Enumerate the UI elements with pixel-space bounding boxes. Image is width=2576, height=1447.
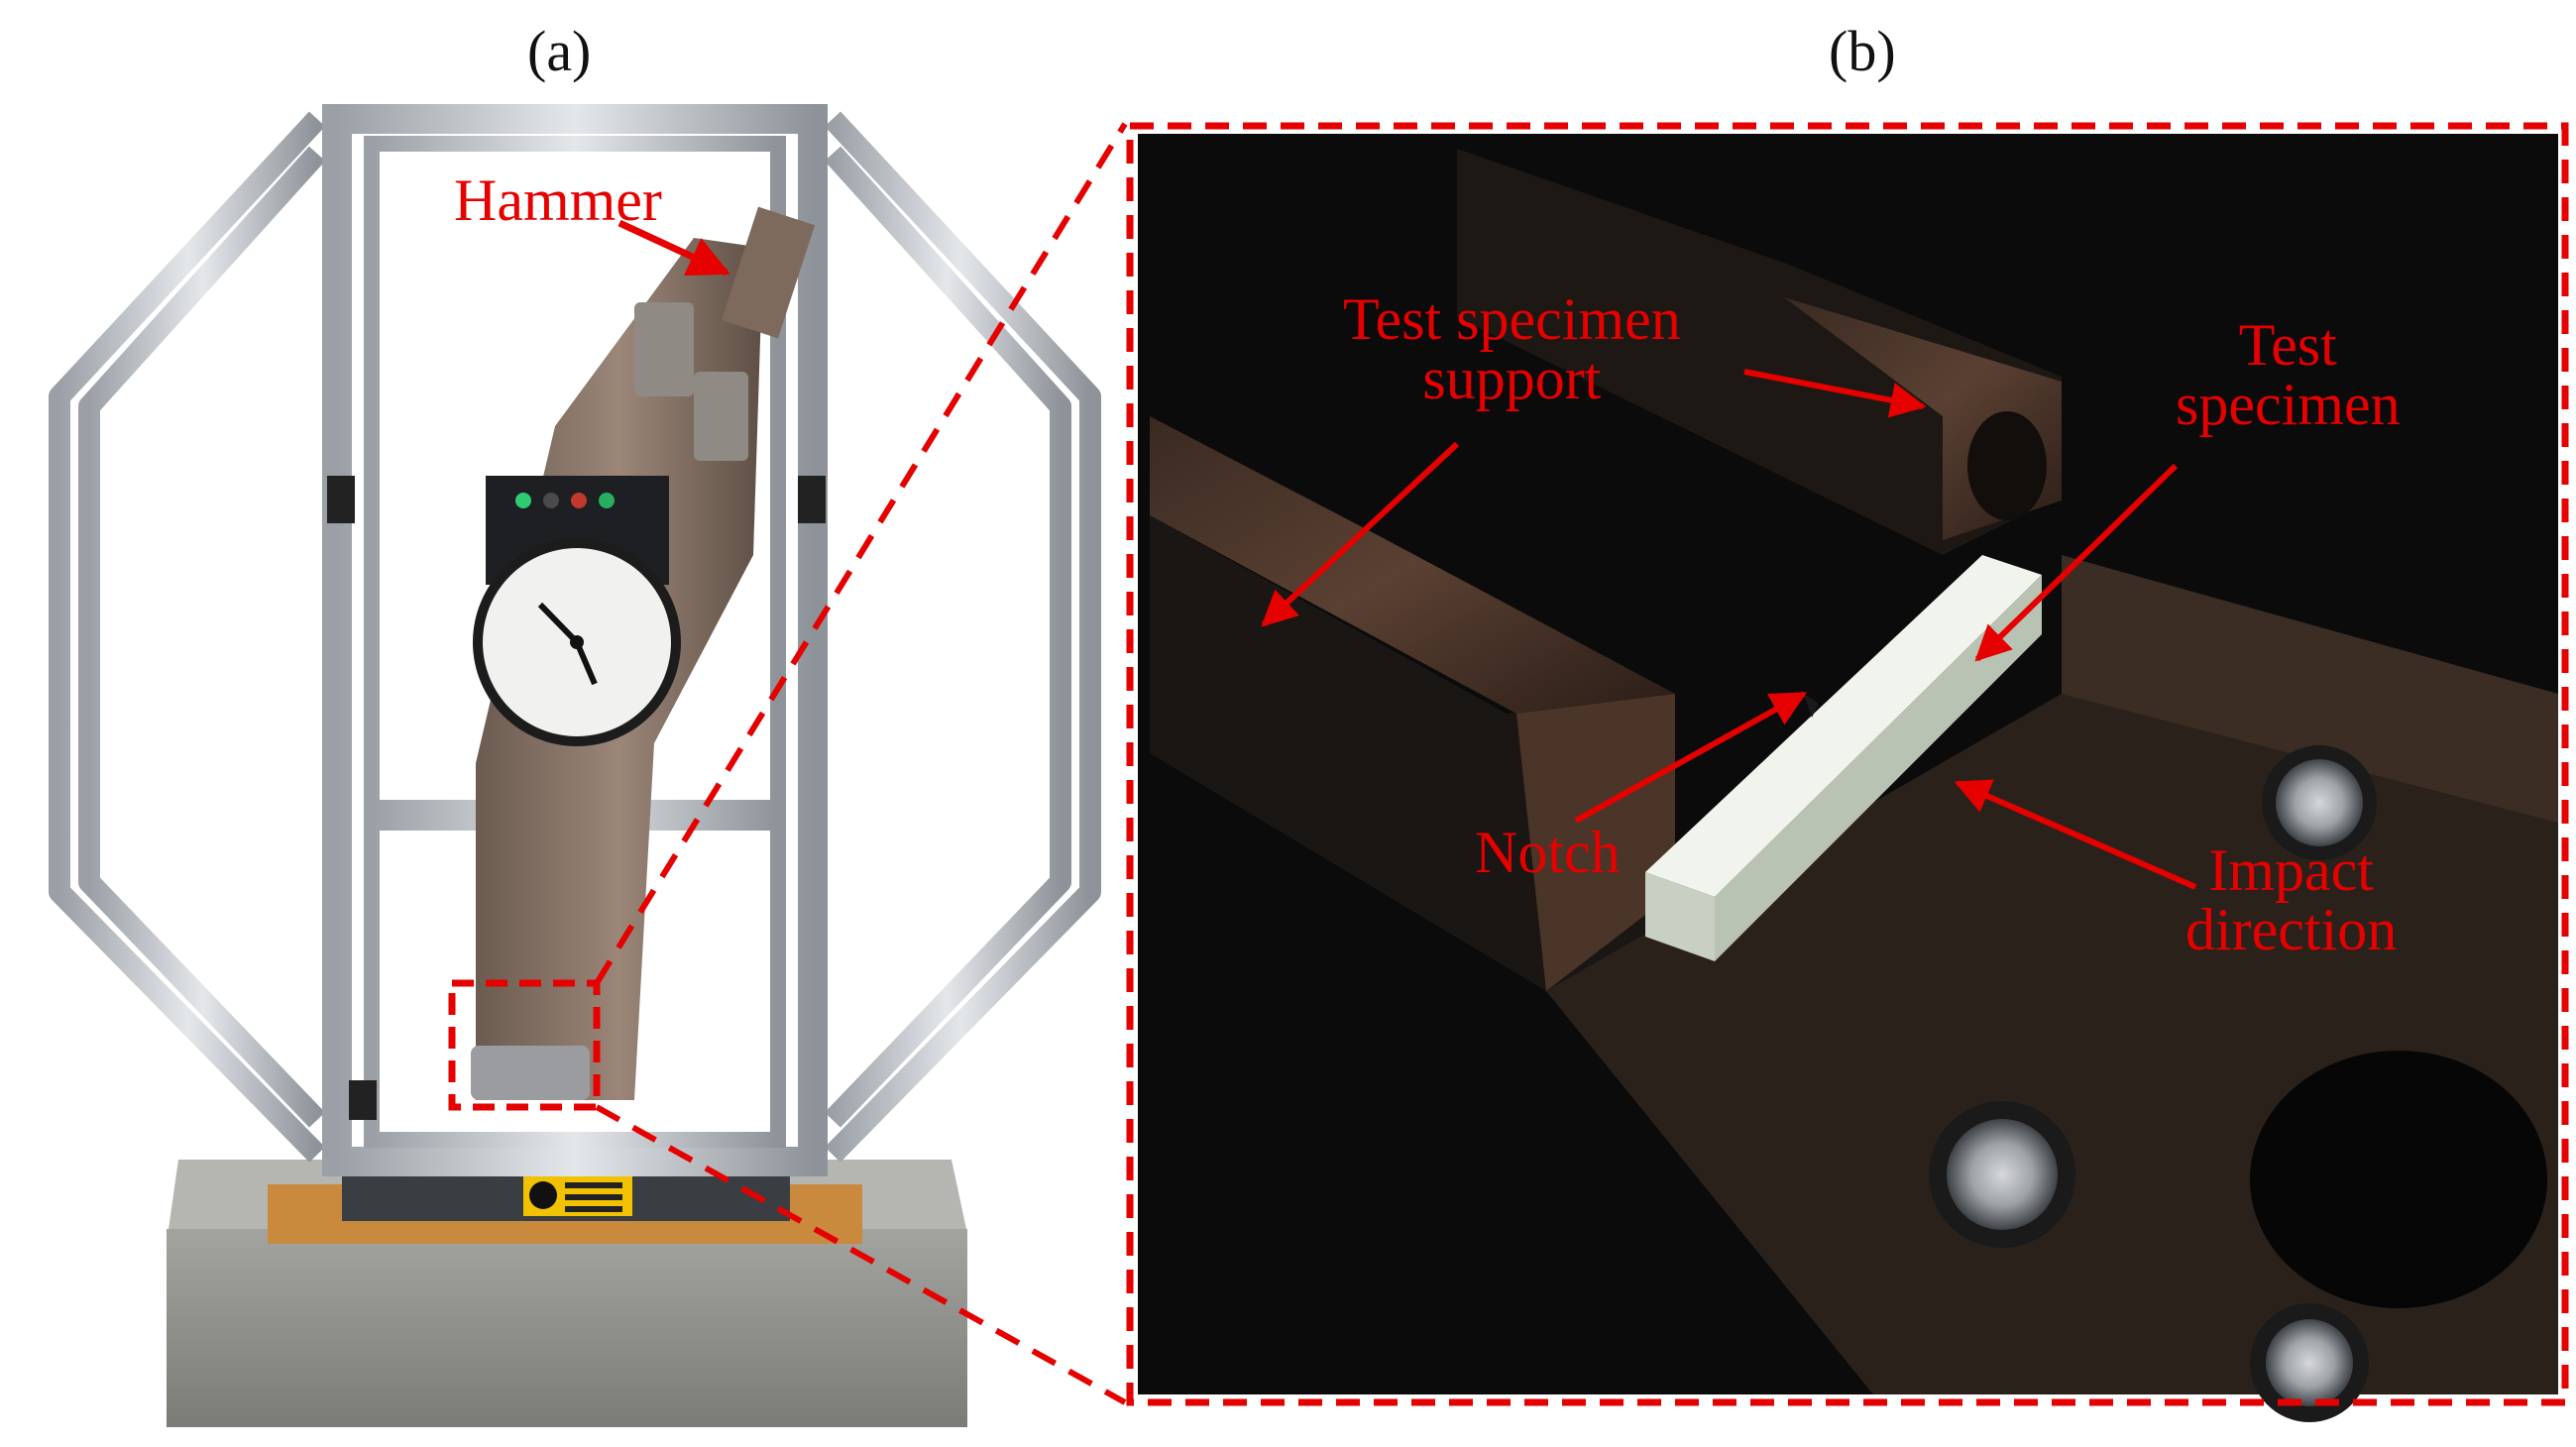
anvil: [471, 1046, 590, 1100]
support-label-line2: support: [1422, 346, 1602, 411]
impact-label: Impact direction: [2185, 840, 2397, 959]
dial-needle-2: [574, 640, 598, 686]
hammer: [721, 206, 816, 339]
zoom-connector-bottom: [595, 1104, 1127, 1405]
bolt-head-1: [2276, 759, 2363, 846]
notch-mark: [1804, 694, 1819, 718]
specimen-label: Test specimen: [2176, 315, 2401, 434]
panel-b-label: (b): [1829, 19, 1896, 83]
bolt-head-2: [1947, 1119, 2058, 1230]
pendulum-shaft-left: [634, 302, 694, 396]
hinge-upper-right: [798, 476, 826, 523]
dial-needle-1: [537, 602, 580, 645]
specimen-label-line1: Test: [2238, 312, 2337, 378]
pendulum-shaft-right: [694, 372, 748, 461]
guard-right-wing: [824, 111, 1101, 1163]
impact-arrow: [1954, 779, 2197, 890]
support-body-right: [1457, 149, 2062, 555]
base-rail: [2062, 555, 2558, 823]
notch-label: Notch: [1475, 820, 1621, 885]
indicator-led-green: [515, 493, 531, 508]
support-face-left: [1516, 694, 1675, 991]
support-hole: [1967, 411, 2047, 520]
hinge-lower-left: [349, 1080, 377, 1120]
support-top-left: [1150, 416, 1675, 714]
large-hole: [2250, 1051, 2547, 1308]
impact-tester-photo: [49, 104, 1101, 1427]
hammer-label: Hammer: [454, 167, 662, 233]
specimen-label-line2: specimen: [2176, 372, 2401, 437]
notch-arrow: [1574, 691, 1808, 824]
closeup-photo: [1138, 134, 2558, 1422]
support-arrow-2: [1261, 441, 1460, 627]
support-arrow-1: [1743, 369, 1927, 418]
indicator-led-green-2: [599, 493, 615, 508]
closeup-frame: [1126, 122, 2569, 1406]
indicator-led-red: [571, 493, 587, 508]
panel-a-label: (a): [527, 19, 592, 83]
guard-left-wing: [49, 111, 326, 1163]
zoom-connector-top: [594, 122, 1128, 985]
detail-region-box: [448, 979, 601, 1111]
support-label-line1: Test specimen: [1343, 286, 1681, 352]
dial-hub: [570, 635, 584, 649]
impact-label-line2: direction: [2185, 897, 2398, 962]
impact-label-line1: Impact: [2208, 837, 2374, 903]
support-label: Test specimen support: [1343, 289, 1681, 408]
hammer-arrow: [617, 219, 730, 277]
hinge-upper-left: [327, 476, 355, 523]
indicator-led-grey: [543, 493, 559, 508]
test-specimen: [1645, 555, 2042, 961]
specimen-arrow: [1974, 463, 2179, 662]
bolt-head-3: [2266, 1319, 2353, 1406]
warning-icon: [529, 1181, 557, 1209]
concrete-base: [167, 1229, 967, 1427]
